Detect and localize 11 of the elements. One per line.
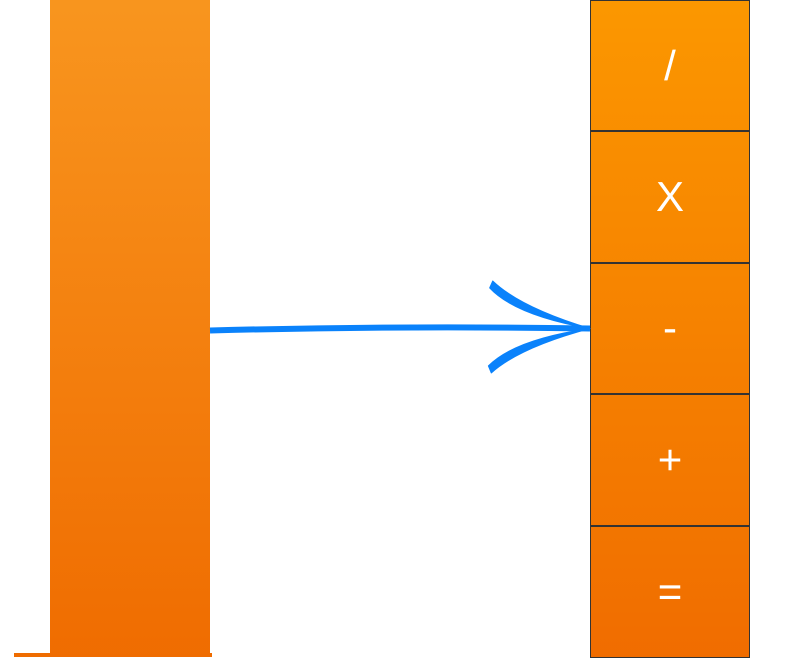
- operator-symbol: =: [658, 570, 682, 613]
- operator-symbol: -: [663, 307, 677, 350]
- operator-symbol: /: [664, 44, 676, 87]
- operator-symbol: +: [658, 438, 682, 481]
- column-bar: [50, 0, 210, 655]
- key-tile: [590, 394, 750, 526]
- key-tile: [590, 526, 750, 658]
- key-tile: [590, 262, 750, 394]
- key-tile: [590, 0, 750, 132]
- key-tile: [590, 131, 750, 263]
- operator-symbol: X: [656, 176, 684, 218]
